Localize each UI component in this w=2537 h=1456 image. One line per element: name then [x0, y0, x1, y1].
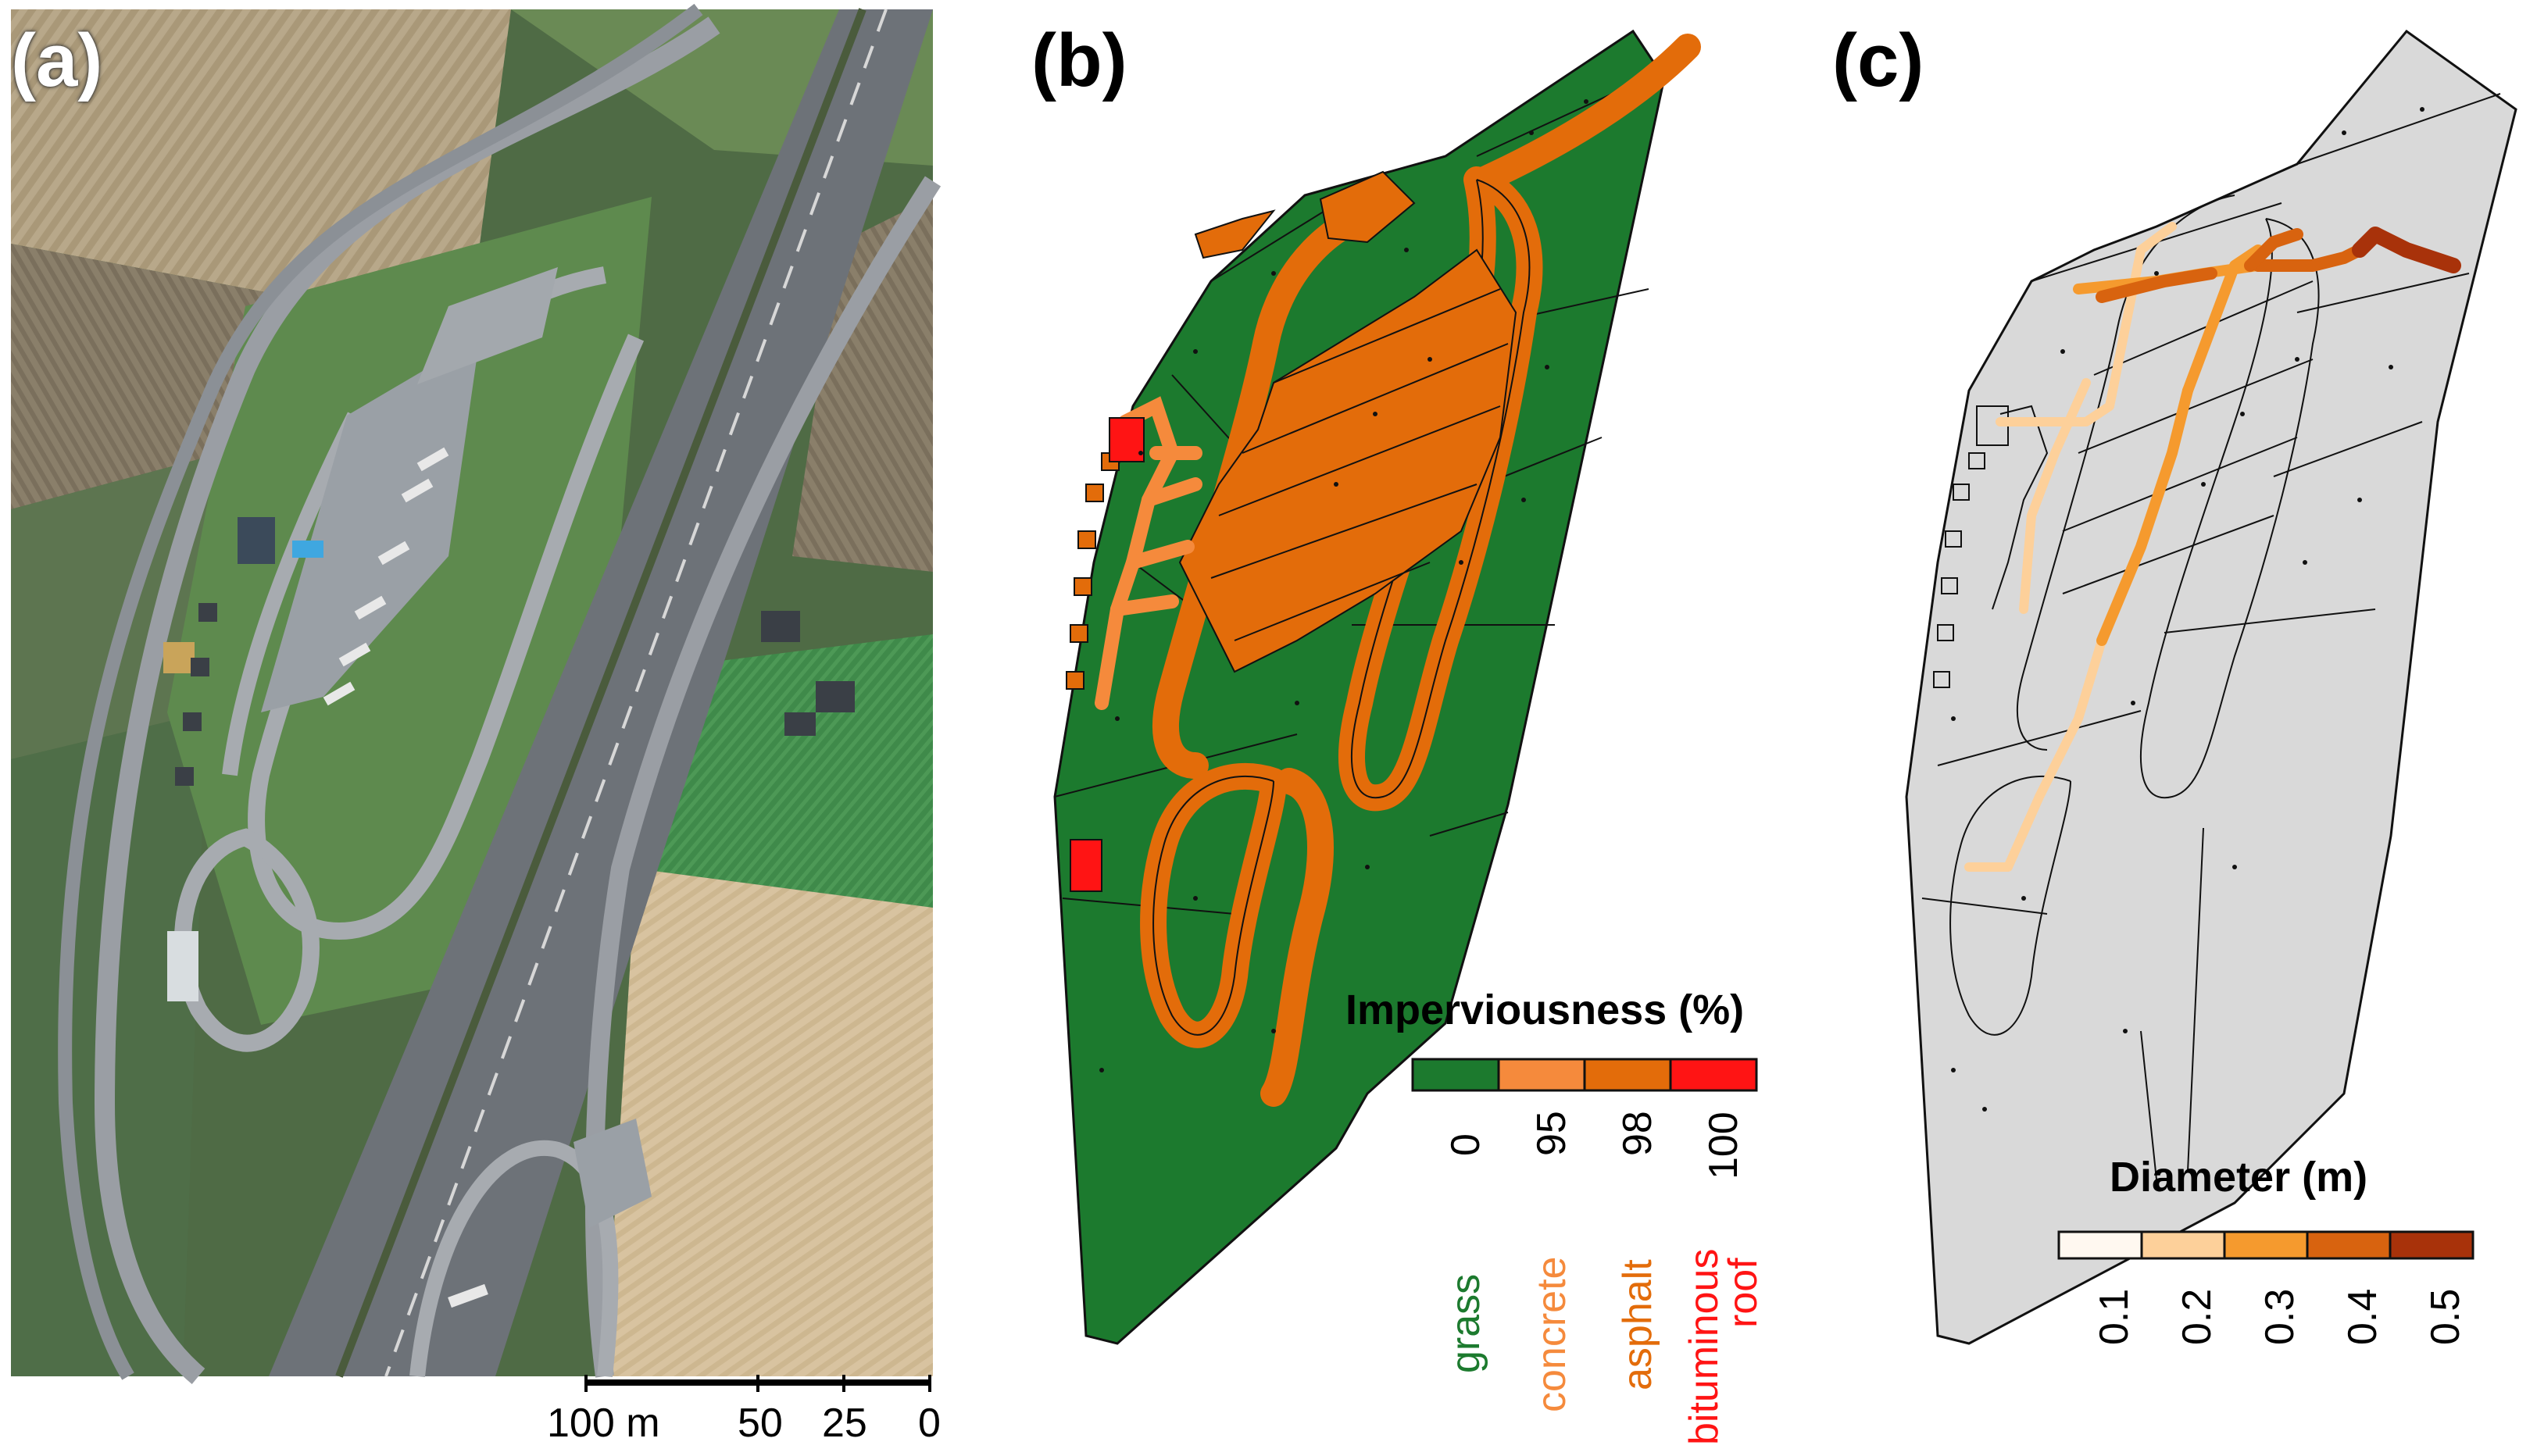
- aerial-photo: [11, 3, 942, 1384]
- material-asphalt: asphalt: [1615, 1259, 1660, 1390]
- material-grass: grass: [1443, 1273, 1488, 1373]
- diameter-value-0.3: 0.3: [2257, 1288, 2303, 1345]
- diameter-value-0.5: 0.5: [2423, 1288, 2468, 1345]
- imp-value-95: 95: [1529, 1111, 1574, 1156]
- imperviousness-legend-bar: [1411, 1058, 1758, 1092]
- catchment-area: [1905, 29, 2517, 1345]
- material-concrete: concrete: [1529, 1256, 1574, 1412]
- scale-bar: [584, 1375, 931, 1392]
- scale-label-100m: 100 m: [547, 1401, 660, 1446]
- diameter-value-0.2: 0.2: [2174, 1288, 2220, 1345]
- roof-building-1: [1109, 417, 1145, 462]
- diameter-legend-bar: [2057, 1230, 2474, 1260]
- material-roof: roof: [1721, 1258, 1766, 1328]
- imp-value-100: 100: [1701, 1112, 1746, 1179]
- imperviousness-map: [1053, 29, 1701, 1345]
- diameter-legend-title: Diameter (m): [2110, 1154, 2368, 1201]
- scale-label-50: 50: [738, 1401, 783, 1446]
- imperviousness-legend-title: Imperviousness (%): [1345, 987, 1745, 1033]
- imp-value-98: 98: [1615, 1111, 1660, 1156]
- scale-label-0: 0: [918, 1401, 941, 1446]
- material-bituminous: bituminous: [1681, 1248, 1727, 1445]
- roof-building-2: [1070, 839, 1102, 892]
- diameter-map: [1905, 29, 2517, 1345]
- scale-label-25: 25: [822, 1401, 867, 1446]
- panel-b-label: (b): [1031, 19, 1127, 102]
- diameter-value-0.4: 0.4: [2340, 1288, 2385, 1345]
- panel-c-label: (c): [1832, 19, 1924, 102]
- imp-value-0: 0: [1443, 1133, 1488, 1156]
- panel-a-label: (a): [11, 19, 103, 102]
- diameter-value-0.1: 0.1: [2092, 1288, 2137, 1345]
